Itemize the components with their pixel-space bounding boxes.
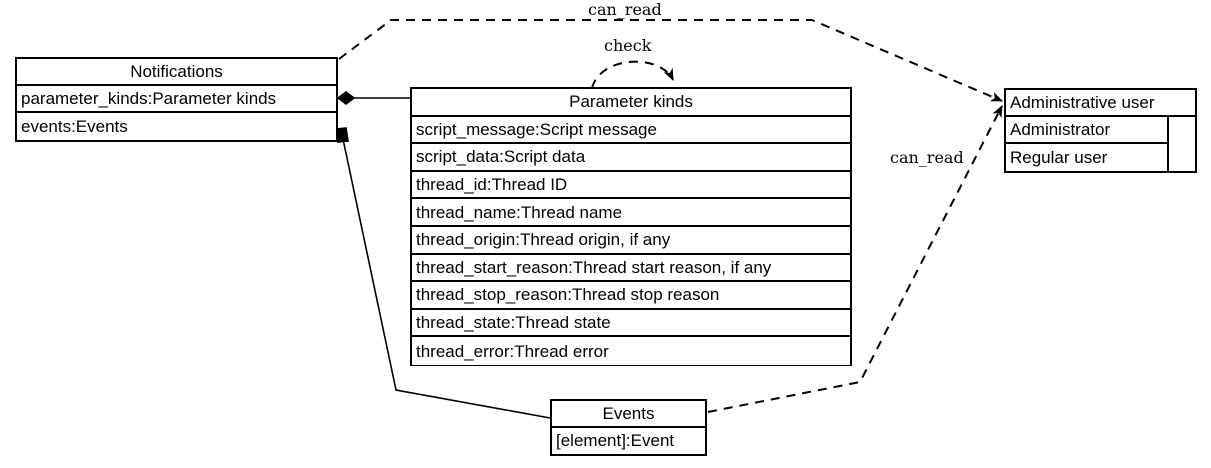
class-attribute-row: script_data:Script data <box>412 144 850 172</box>
class-box-notifications[interactable]: Notifications parameter_kinds:Parameter … <box>15 57 338 142</box>
edge-label-check: check <box>602 36 654 55</box>
class-box-parameter-kinds[interactable]: Parameter kinds script_message:Script me… <box>410 87 852 366</box>
edge-label-can-read-top: can_read <box>586 0 664 19</box>
class-attribute-row: Regular user <box>1006 144 1169 171</box>
class-title-parameter-kinds: Parameter kinds <box>412 89 850 117</box>
class-attribute-row: thread_name:Thread name <box>412 199 850 227</box>
class-attribute-row: script_message:Script message <box>412 116 850 145</box>
composition-diamond-parameter-kinds <box>336 91 356 105</box>
class-attribute-row: thread_error:Thread error <box>412 337 850 365</box>
class-attribute-row: thread_state:Thread state <box>412 309 850 338</box>
class-attribute-row: thread_origin:Thread origin, if any <box>412 226 850 255</box>
class-title-administrative-user: Administrative user <box>1006 90 1195 117</box>
class-attribute-row: thread_id:Thread ID <box>412 171 850 200</box>
class-title-events: Events <box>552 401 705 428</box>
edge-parameter-kinds-check <box>591 60 674 89</box>
edge-label-can-read-right: can_read <box>888 148 966 167</box>
class-box-events[interactable]: Events [element]:Event <box>550 399 707 456</box>
class-box-administrative-user[interactable]: Administrative user Administrator Regula… <box>1004 88 1197 173</box>
class-attribute-row: thread_start_reason:Thread start reason,… <box>412 254 850 283</box>
class-attribute-row: [element]:Event <box>552 427 705 454</box>
class-attribute-row: thread_stop_reason:Thread stop reason <box>412 282 850 310</box>
class-attribute-row: events:Events <box>17 113 336 140</box>
class-title-notifications: Notifications <box>17 59 336 86</box>
class-attribute-row: parameter_kinds:Parameter kinds <box>17 86 336 113</box>
class-attribute-row: Administrator <box>1006 117 1169 144</box>
